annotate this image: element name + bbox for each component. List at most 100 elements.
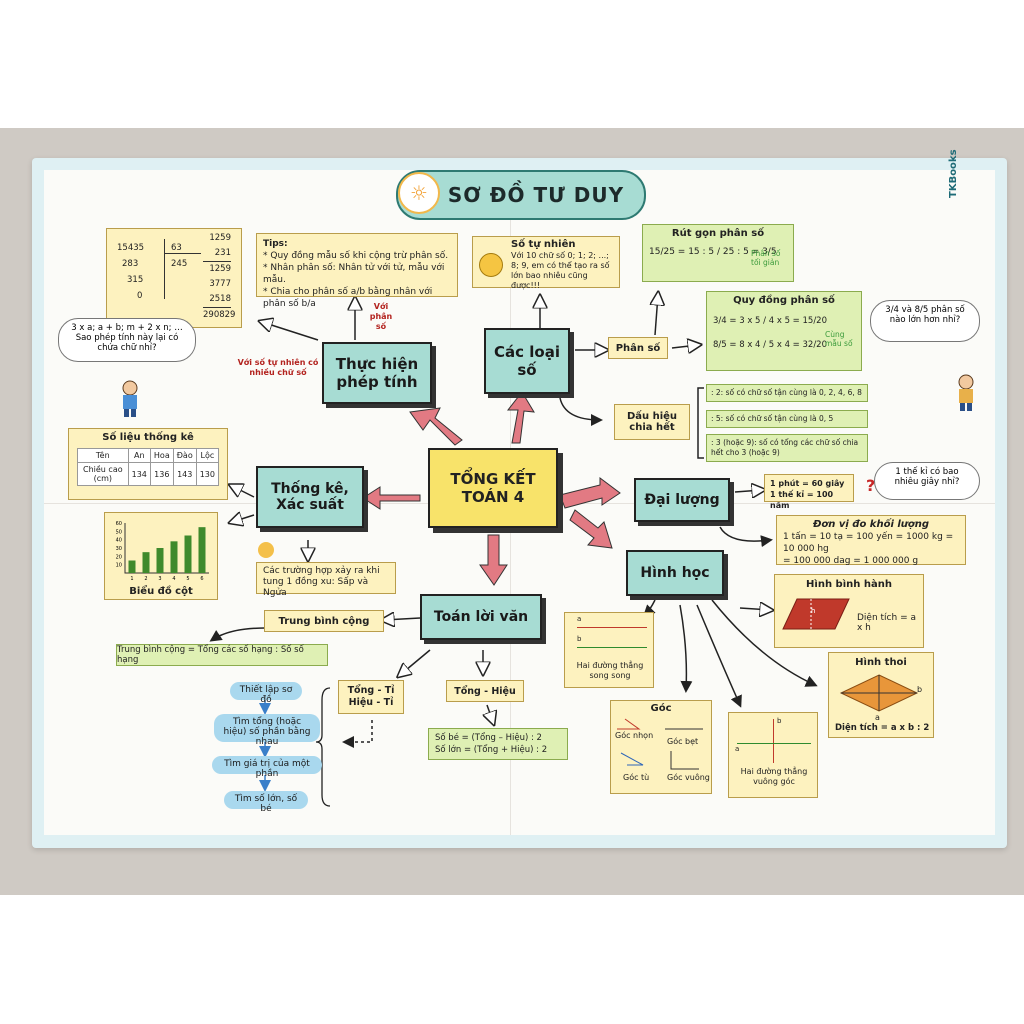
vuong-goc-box: b a Hai đường thẳng vuông góc bbox=[728, 712, 818, 798]
arrow-to-mass bbox=[719, 526, 773, 548]
quy-dong-box: Quy đồng phân số 3/4 = 3 x 5 / 4 x 5 = 1… bbox=[706, 291, 862, 371]
idea-icon bbox=[258, 542, 274, 558]
arrow-to-rut-gon bbox=[655, 295, 658, 336]
page-title: SƠ ĐỒ TƯ DUY bbox=[396, 170, 646, 220]
dau-hieu-3-9: : 3 (hoặc 9): số có tổng các chữ số chia… bbox=[706, 434, 868, 462]
node-hinh-hoc: Hình học bbox=[626, 550, 724, 596]
arrow-to-trung-binh-formula bbox=[209, 627, 266, 642]
node-dai-luong: Đại lượng bbox=[634, 478, 730, 522]
goc-box: Góc Góc nhọn Góc bẹt Góc tù Góc vuông bbox=[610, 700, 712, 794]
bar-chart-y-tick: 20 bbox=[116, 554, 122, 560]
arrow-to-hinh-thoi bbox=[711, 599, 818, 687]
student-icon-right bbox=[954, 374, 974, 411]
bar-chart-bar bbox=[142, 552, 150, 573]
node-thuc-hien: Thực hiện phép tính bbox=[322, 342, 432, 404]
trung-binh-formula: Trung bình cộng = Tổng các số hạng : Số … bbox=[116, 644, 328, 666]
red-arrow-up bbox=[506, 391, 535, 444]
node-cac-loai-so: Các loại số bbox=[484, 328, 570, 394]
division-divisor: 63 bbox=[171, 243, 182, 253]
arrow-to-vuong-goc bbox=[696, 604, 742, 708]
red-arrows bbox=[362, 391, 621, 586]
division-remainder-3: 0 bbox=[137, 291, 143, 301]
red-arrow-left bbox=[362, 486, 421, 510]
hinh-thoi-box: Hình thoi b a Diện tích = a x b : 2 bbox=[828, 652, 934, 738]
bar-chart-x-tick: 2 bbox=[144, 576, 147, 582]
so-tu-nhien-box: Số tự nhiên Với 10 chữ số 0; 1; 2; ...; … bbox=[472, 236, 620, 290]
division-remainder-1: 283 bbox=[122, 259, 139, 269]
bar-chart-x-tick: 6 bbox=[200, 576, 203, 582]
bar-chart-y-tick: 10 bbox=[116, 563, 122, 569]
red-arrow-right bbox=[559, 477, 621, 509]
step-2: Tìm tổng (hoặc hiệu) số phần bằng nhau bbox=[214, 714, 320, 747]
bar-chart-y-tick: 40 bbox=[116, 538, 122, 544]
thought-bubble-left: 3 x a; a + b; m + 2 x n; … Sao phép tính… bbox=[58, 318, 196, 362]
thought-bubble-time: 1 thế kỉ có bao nhiêu giây nhỉ? bbox=[874, 462, 980, 500]
bar-chart-bar bbox=[184, 535, 192, 573]
parallelogram-shape bbox=[782, 598, 850, 630]
node-thong-ke: Thống kê, Xác suất bbox=[256, 466, 364, 528]
division-remainder-2: 315 bbox=[127, 275, 144, 285]
bar-chart-x-tick: 4 bbox=[172, 576, 175, 582]
tips-box: Tips: * Quy đồng mẫu số khi cộng trừ phâ… bbox=[256, 233, 458, 309]
thought-bubble-right: 3/4 và 8/5 phân số nào lớn hơn nhỉ? bbox=[870, 300, 980, 342]
brand-logo: TKBooks bbox=[948, 149, 959, 198]
arrow-to-steps bbox=[342, 720, 373, 748]
tong-hieu-box: Tổng - Hiệu bbox=[446, 680, 524, 702]
question-icon: ? bbox=[866, 476, 876, 495]
step-3: Tìm giá trị của một phần bbox=[212, 756, 322, 779]
arrow-to-tong-ti bbox=[400, 649, 431, 675]
label-voi-so-tu-nhien: Với số tự nhiên có nhiều chữ số bbox=[237, 358, 319, 377]
bar-chart-axes bbox=[124, 523, 209, 574]
trung-binh-box: Trung bình cộng bbox=[264, 610, 384, 632]
rut-gon-box: Rút gọn phân số 15/25 = 15 : 5 / 25 : 5 … bbox=[642, 224, 794, 282]
mass-box: Đơn vị đo khối lượng 1 tấn = 10 tạ = 100… bbox=[776, 515, 966, 566]
arrow-to-goc bbox=[679, 604, 693, 693]
lightbulb-icon: ☼ bbox=[398, 172, 440, 214]
xac-suat-box: Các trường hợp xảy ra khi tung 1 đồng xu… bbox=[256, 562, 396, 598]
arrow-to-tong-hieu-rows bbox=[487, 704, 493, 722]
bar-chart-bar bbox=[156, 548, 164, 573]
arrow-to-bieu-do bbox=[232, 515, 255, 522]
binh-hanh-box: Hình bình hành h Diện tích = a x h bbox=[774, 574, 924, 648]
step-4: Tìm số lớn, số bé bbox=[224, 791, 308, 814]
calculation-box: 15435 63 283 245 315 0 1259 231 1259 377… bbox=[106, 228, 242, 328]
division-quotient: 245 bbox=[171, 259, 188, 269]
arrow-to-quy-dong bbox=[671, 345, 698, 348]
steps-brace bbox=[315, 687, 331, 807]
red-arrow-down bbox=[479, 534, 508, 586]
phan-so-box: Phân số bbox=[608, 337, 668, 359]
step-1: Thiết lập sơ đồ bbox=[230, 682, 302, 705]
bar-chart-bar bbox=[198, 527, 206, 573]
student-icon bbox=[118, 380, 138, 417]
bar-chart-bar bbox=[170, 541, 178, 573]
center-node: TỔNG KẾT TOÁN 4 bbox=[428, 448, 558, 528]
tong-ti-box: Tổng - Tỉ Hiệu - Tỉ bbox=[338, 680, 404, 714]
dau-hieu-box: Dấu hiệu chia hết bbox=[614, 404, 690, 440]
rhombus-shape bbox=[839, 674, 919, 712]
bar-chart-x-tick: 3 bbox=[158, 576, 161, 582]
arrow-to-time bbox=[734, 490, 762, 492]
bottom-margin bbox=[0, 895, 1024, 1024]
dau-hieu-2: : 2: số có chữ số tận cùng là 0, 2, 4, 6… bbox=[706, 384, 868, 402]
angles-shape bbox=[617, 718, 703, 770]
red-arrow-down-right bbox=[569, 509, 613, 549]
red-arrow-up-left bbox=[409, 407, 463, 446]
arrow-to-division bbox=[262, 322, 319, 341]
arrow-to-dau-hieu bbox=[559, 397, 603, 426]
node-toan-loi-van: Toán lời văn bbox=[420, 594, 542, 640]
bar-chart-y-tick: 30 bbox=[116, 546, 122, 552]
arrow-to-binh-hanh bbox=[739, 608, 770, 610]
multiplication: 1259 231 1259 3777 2518 290829 bbox=[203, 233, 236, 320]
bar-chart-x-tick: 1 bbox=[130, 576, 133, 582]
time-box: 1 phút = 60 giây 1 thế kỉ = 100 năm bbox=[764, 474, 854, 510]
dau-hieu-5: : 5: số có chữ số tận cùng là 0, 5 bbox=[706, 410, 868, 428]
song-song-box: a b Hai đường thẳng song song bbox=[564, 612, 654, 688]
bar-chart-y-tick: 60 bbox=[116, 521, 122, 527]
division-dividend: 15435 bbox=[117, 243, 145, 253]
dau-hieu-bracket bbox=[697, 387, 704, 459]
